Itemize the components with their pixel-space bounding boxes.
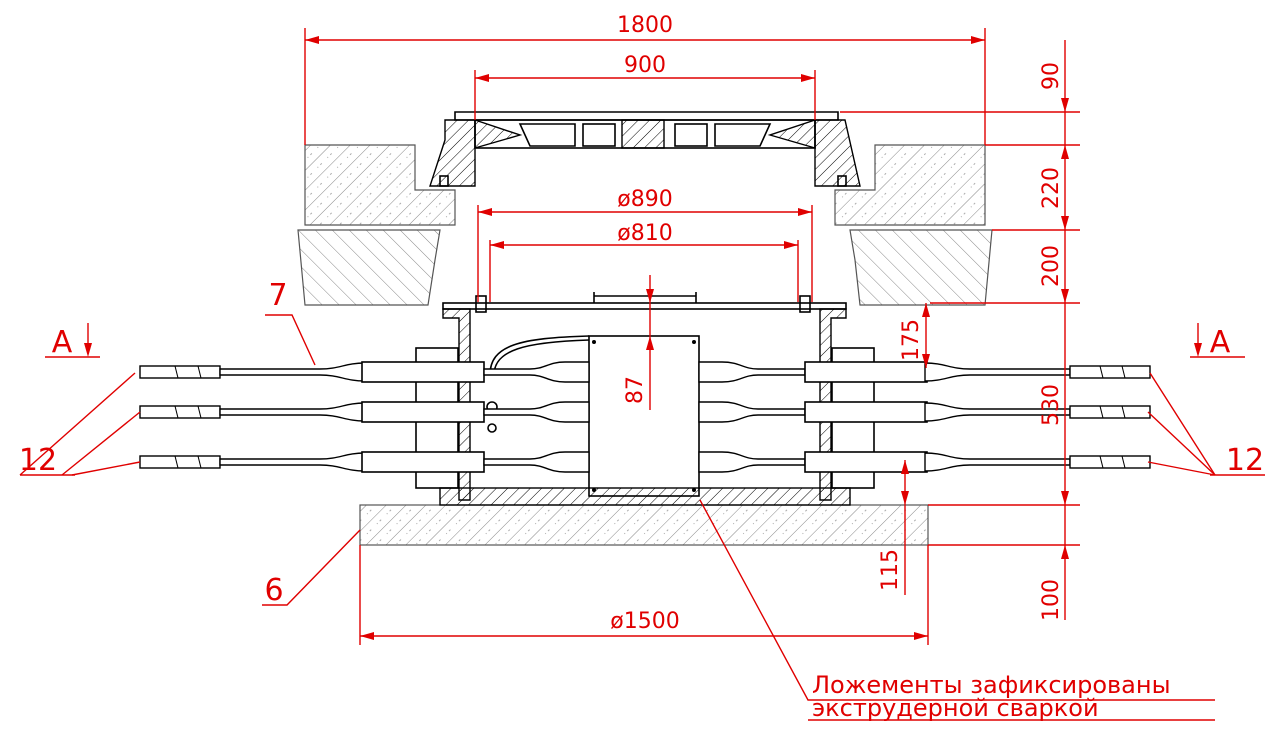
label-base-6: 6	[264, 573, 283, 608]
frame-right	[814, 119, 861, 187]
cable-end-right	[1069, 365, 1151, 379]
cable-right	[924, 362, 1071, 382]
well-lid	[442, 302, 847, 310]
cable-left	[219, 402, 366, 422]
cable-sleeve-right	[804, 361, 928, 383]
callout-labels: 7 6 12 12 A A Ложементы зафиксированы эк…	[19, 278, 1264, 722]
cable-group	[139, 361, 1151, 473]
label-cables-right-12: 12	[1226, 443, 1264, 478]
cable-end-left	[139, 365, 221, 379]
label-cables-left-12: 12	[19, 443, 57, 478]
section-marker-right: A	[1210, 325, 1231, 360]
cable-sleeve-right	[804, 401, 928, 423]
cable-end-right	[1069, 455, 1151, 469]
cable-sleeve-left	[361, 451, 485, 473]
note-line-1: Ложементы зафиксированы	[812, 671, 1171, 699]
dim-100: 100	[1039, 579, 1064, 621]
left-upper-block	[304, 144, 456, 226]
left-lower-block	[297, 229, 441, 306]
junction-box	[588, 335, 700, 497]
dim-90: 90	[1039, 62, 1064, 90]
dim-220: 220	[1039, 167, 1064, 209]
dim-87: 87	[623, 376, 648, 404]
dim-1800: 1800	[617, 13, 673, 38]
dimension-labels: 1800 900 ø890 ø810 ø1500 90 220 200 530 …	[610, 13, 1064, 634]
dim-200: 200	[1039, 245, 1064, 287]
dim-900: 900	[624, 53, 666, 78]
dimension-lines	[19, 28, 1265, 721]
dim-115: 115	[878, 549, 903, 591]
right-lower-block	[849, 229, 993, 306]
cable-left	[219, 452, 366, 472]
cable-right	[924, 452, 1071, 472]
dim-1500: ø1500	[610, 609, 679, 634]
dim-175: 175	[899, 319, 924, 361]
cable-end-left	[139, 405, 221, 419]
cable-left	[219, 362, 366, 382]
dim-890: ø890	[617, 187, 672, 212]
cable-end-left	[139, 455, 221, 469]
manhole-cover	[429, 111, 861, 187]
cable-sleeve-left	[361, 401, 485, 423]
note-line-2: экструдерной сваркой	[812, 694, 1099, 722]
base-slab	[359, 504, 929, 546]
frame-left	[429, 119, 476, 187]
cable-sleeve-left	[361, 361, 485, 383]
dim-810: ø810	[617, 221, 672, 246]
cable-end-right	[1069, 405, 1151, 419]
section-marker-left: A	[52, 325, 73, 360]
label-cable-7: 7	[268, 278, 287, 313]
cable-sleeve-right	[804, 451, 928, 473]
dim-530: 530	[1039, 384, 1064, 426]
